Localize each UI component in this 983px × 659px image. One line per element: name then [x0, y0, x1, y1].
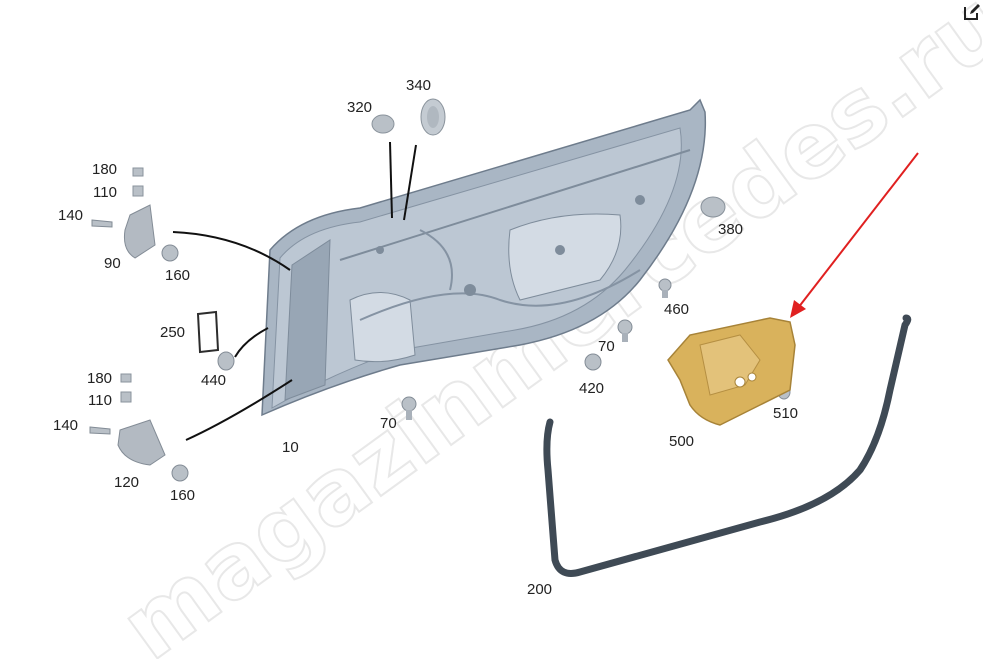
- label-110-top: 110: [93, 184, 117, 201]
- plug-340[interactable]: [420, 98, 446, 136]
- label-200: 200: [527, 581, 552, 598]
- label-180-bottom: 180: [87, 370, 112, 387]
- edit-icon: [964, 4, 980, 20]
- label-70-lower: 70: [380, 415, 397, 432]
- edit-button[interactable]: [962, 2, 982, 22]
- leader-lines: [172, 141, 417, 441]
- label-510: 510: [773, 405, 798, 422]
- door-shell-part-10[interactable]: [261, 98, 707, 417]
- label-250: 250: [160, 324, 185, 341]
- label-10: 10: [282, 439, 299, 456]
- plug-440[interactable]: [217, 351, 235, 371]
- label-340: 340: [406, 77, 431, 94]
- label-460: 460: [664, 301, 689, 318]
- hinge-120[interactable]: [89, 373, 189, 482]
- label-180-top: 180: [92, 161, 117, 178]
- label-440: 440: [201, 372, 226, 389]
- bolt-460[interactable]: [658, 278, 672, 298]
- label-160-top: 160: [165, 267, 190, 284]
- label-140-top: 140: [58, 207, 83, 224]
- label-110-bottom: 110: [88, 392, 112, 409]
- highlighted-part-500[interactable]: [667, 317, 796, 426]
- label-380: 380: [718, 221, 743, 238]
- label-90: 90: [104, 255, 121, 272]
- callout-arrow: [790, 152, 919, 318]
- label-420: 420: [579, 380, 604, 397]
- door-seal-part-200[interactable]: [543, 314, 912, 577]
- label-140-bottom: 140: [53, 417, 78, 434]
- hinge-90[interactable]: [91, 167, 179, 262]
- bolt-70-lower[interactable]: [401, 396, 417, 420]
- plug-320[interactable]: [371, 114, 395, 134]
- callout-labels: 10 70 70 90 110 110 120 140 140 160 160 …: [53, 77, 798, 598]
- label-500: 500: [669, 433, 694, 450]
- label-70-right: 70: [598, 338, 615, 355]
- clip-420[interactable]: [584, 353, 602, 371]
- plug-380[interactable]: [700, 196, 726, 218]
- label-160-bottom: 160: [170, 487, 195, 504]
- bracket-250[interactable]: [196, 310, 220, 354]
- bolt-70-right[interactable]: [617, 319, 633, 342]
- label-120: 120: [114, 474, 139, 491]
- label-320: 320: [347, 99, 372, 116]
